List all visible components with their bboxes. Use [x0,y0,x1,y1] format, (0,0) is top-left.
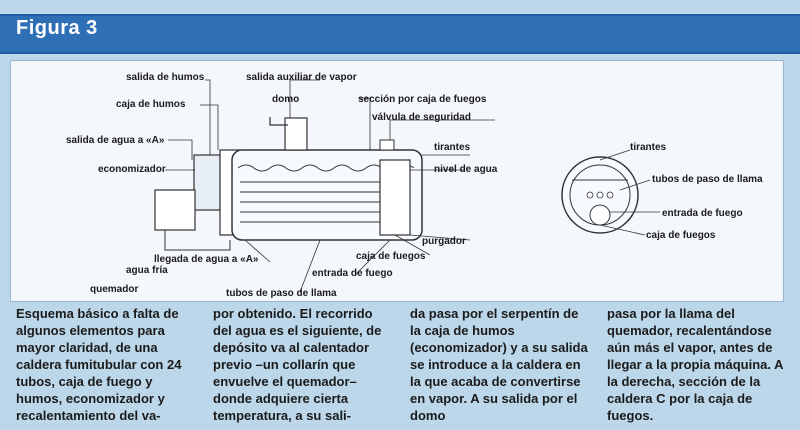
boiler-cross-section [561,156,639,234]
label-economizador: economizador [98,164,166,175]
label-valvula-seguridad: válvula de seguridad [372,112,471,123]
burner [154,189,196,231]
section-tube [586,191,594,199]
aux-steam-pipe [269,117,288,126]
label-salida-agua-a: salida de agua a «A» [66,135,165,146]
section-firebox [589,204,611,226]
label-entrada-fuego: entrada de fuego [312,268,393,279]
label-caja-humos: caja de humos [116,99,186,110]
label-right-entrada-fuego: entrada de fuego [662,208,743,219]
label-salida-humos: salida de humos [126,72,205,83]
label-llegada-agua-a: llegada de agua a «A» [154,254,259,265]
caption: Esquema básico a falta de algunos elemen… [16,305,786,423]
boiler-shell [231,149,423,241]
caption-col-3: da pasa por el serpentín de la caja de h… [410,306,588,423]
caption-col-4: pasa por la llama del quemador, recalent… [607,306,784,423]
firebox [379,159,411,236]
caption-col-1: Esquema básico a falta de algunos elemen… [16,306,182,423]
label-seccion-caja-fuegos: sección por caja de fuegos [358,94,487,105]
caption-col-2: por obtenido. El recorrido del agua es e… [213,306,382,423]
label-salida-auxiliar-vapor: salida auxiliar de vapor [246,72,357,83]
label-right-tirantes: tirantes [630,142,667,153]
section-tube [596,191,604,199]
label-purgador: purgador [422,236,466,247]
label-right-tubos-paso-llama: tubos de paso de llama [652,174,763,185]
economizer-box [193,154,221,211]
leader-lines [165,79,660,293]
section-tube [606,191,614,199]
figure-title: Figura 3 [16,17,98,39]
label-quemador: quemador [90,284,138,295]
label-tubos-paso-llama: tubos de paso de llama [226,288,337,299]
label-nivel-agua: nivel de agua [434,164,498,175]
water-pipe [164,230,231,251]
label-agua-fria: agua fría [126,265,168,276]
header-band [0,14,800,54]
safety-valve [379,139,395,151]
label-right-caja-fuegos: caja de fuegos [646,230,716,241]
label-domo: domo [272,94,299,105]
dome [284,117,308,151]
boiler-longitudinal [154,117,423,251]
label-caja-fuegos: caja de fuegos [356,251,426,262]
label-tirantes: tirantes [434,142,471,153]
